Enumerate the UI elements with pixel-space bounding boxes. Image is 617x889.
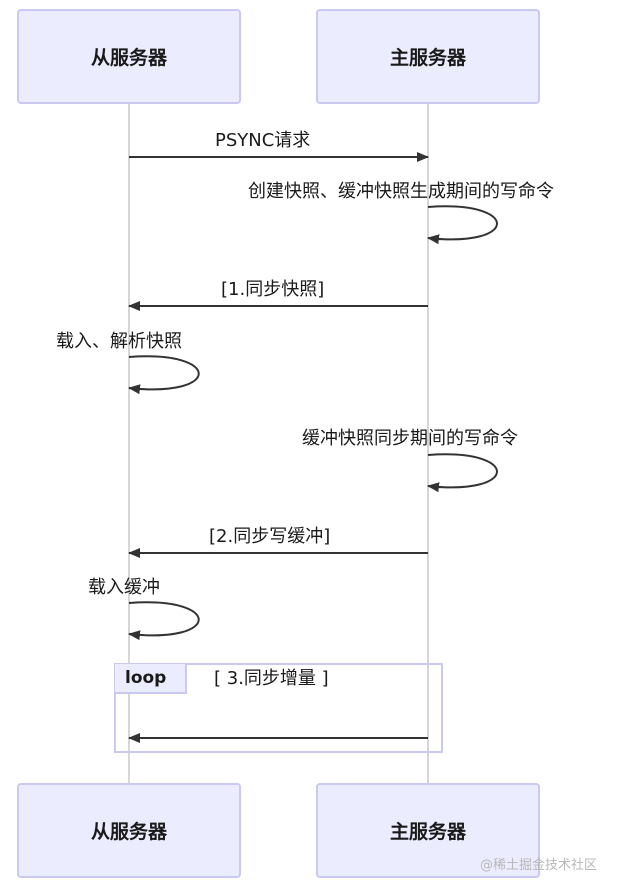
loop-label-text: loop [125,668,167,688]
actor-label: 主服务器 [389,47,466,69]
arrow-snapshot-self [427,205,498,245]
msg-load-buffer: 载入缓冲 [88,577,160,598]
loop-frame [114,663,443,753]
actor-master-bottom: 主服务器 [316,783,540,878]
arrow-load-buffer [128,601,200,641]
arrow-load-snapshot [128,355,200,395]
watermark: @稀土掘金技术社区 [479,858,597,873]
msg-load-snapshot: 载入、解析快照 [56,331,182,352]
actor-master-top: 主服务器 [316,9,540,104]
actor-label: 从服务器 [90,821,167,843]
actor-slave-top: 从服务器 [17,9,241,104]
loop-condition: [ 3.同步增量 ] [214,668,329,689]
msg-buffer-writes: 缓冲快照同步期间的写命令 [302,428,518,449]
actor-slave-bottom: 从服务器 [17,783,241,878]
loop-label: loop [115,664,187,694]
arrow-buffer-writes [427,453,498,493]
msg-sync-snapshot: [1.同步快照] [221,279,325,300]
msg-sync-buffer: [2.同步写缓冲] [209,526,331,547]
actor-label: 主服务器 [389,821,466,843]
actor-label: 从服务器 [90,47,167,69]
msg-snapshot-self: 创建快照、缓冲快照生成期间的写命令 [248,181,554,202]
msg-psync: PSYNC请求 [215,130,311,151]
